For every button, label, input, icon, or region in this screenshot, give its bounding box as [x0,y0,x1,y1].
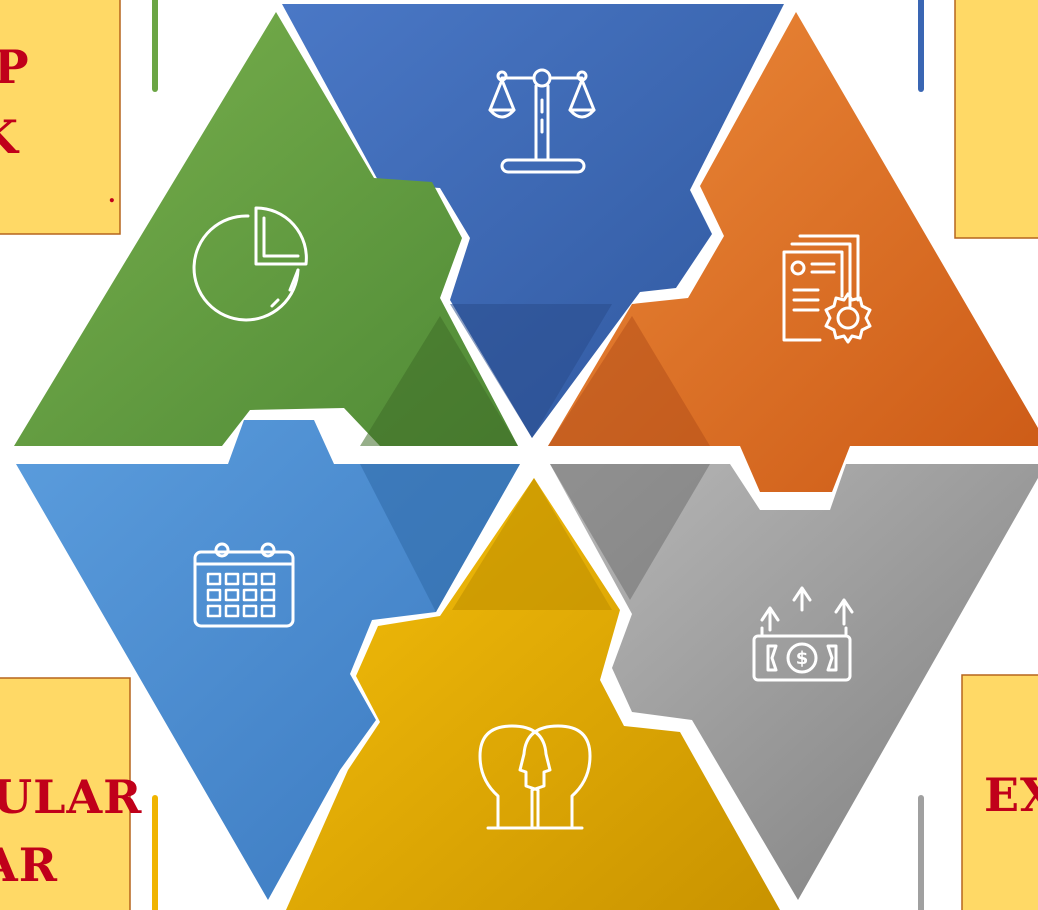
scales-icon [488,68,596,174]
note-bottom-left [0,677,131,910]
accent-bar-gold [152,795,158,910]
note-bottom-right-line1: EX [984,768,1038,822]
gray-piece [550,464,1038,900]
note-top-left-dot: . [108,182,117,208]
note-bottom-left-line1: ULAR [0,770,143,824]
blue-piece [282,4,784,438]
pie-chart-icon [192,206,308,322]
accent-bar-blue [918,0,924,92]
calendar-icon [193,542,295,628]
note-top-right [954,0,1038,239]
green-piece [14,12,518,446]
note-top-left [0,0,121,235]
accent-bar-green [152,0,158,92]
note-top-left-line1: P [0,40,30,94]
money-arrows-icon: $ [752,586,854,682]
gold-piece [286,478,780,910]
heads-icon [478,724,592,830]
note-bottom-right [961,674,1038,910]
document-gear-icon [782,234,872,344]
svg-text:$: $ [796,648,809,669]
light-blue-piece [16,420,520,900]
note-top-left-line2: K [0,114,19,160]
accent-bar-gray [918,795,924,910]
note-bottom-left-line2: AR [0,838,58,892]
